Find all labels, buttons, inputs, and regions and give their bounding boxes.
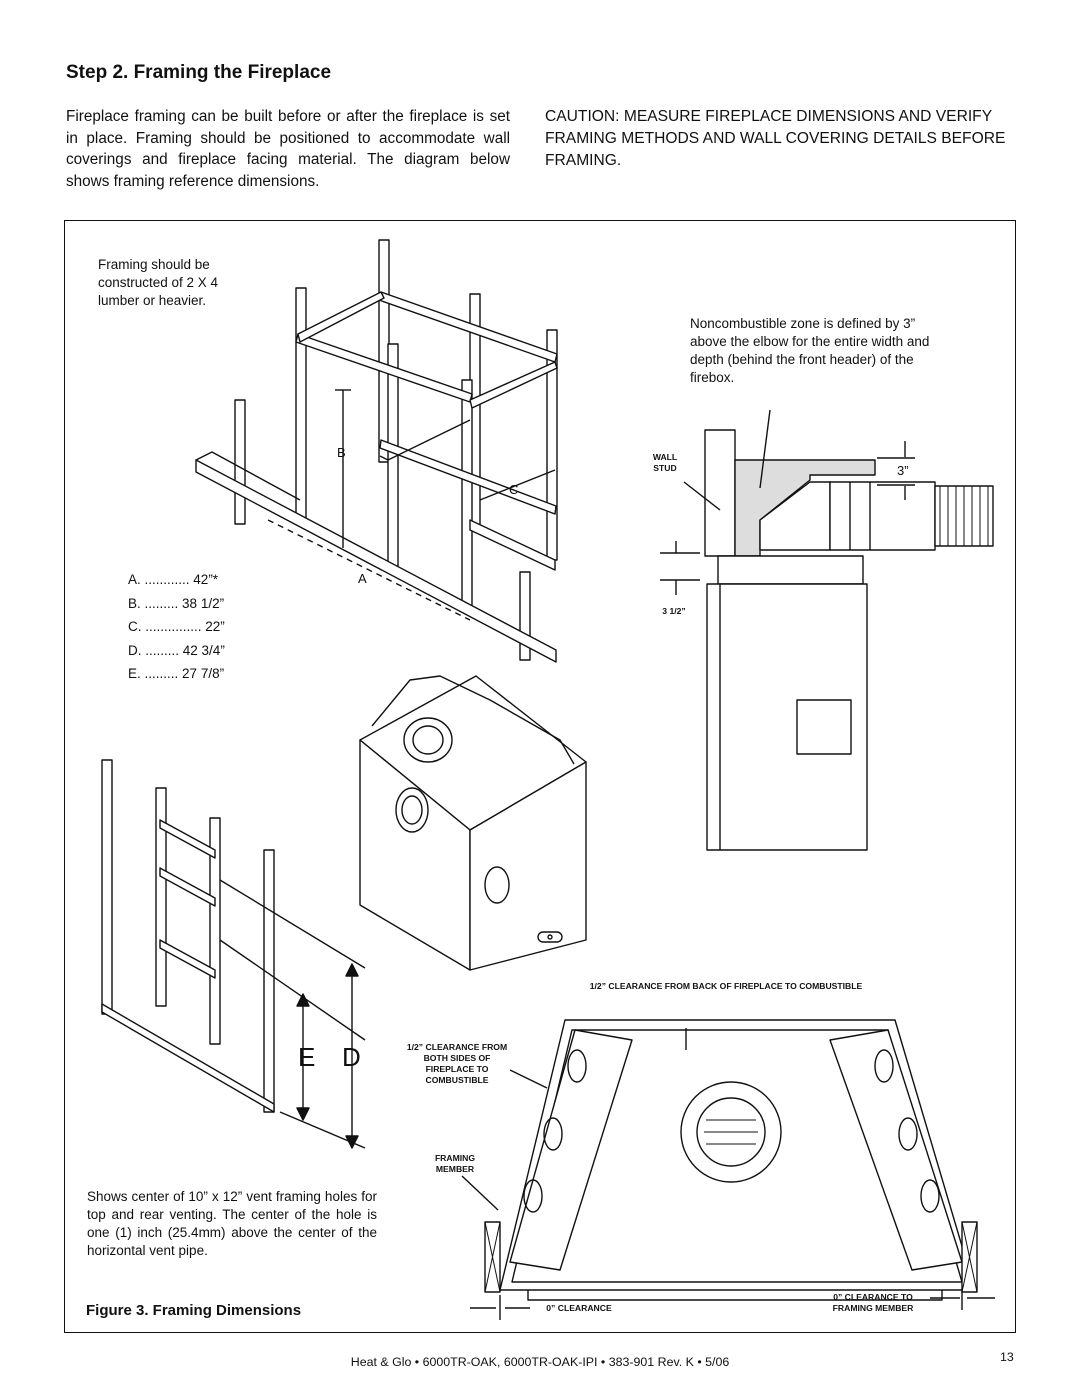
dimension-row: B. ......... 38 1/2” [128,595,225,611]
dimension-list: A. ............ 42”* B. ......... 38 1/2… [128,568,225,686]
dimension-row: E. ......... 27 7/8” [128,666,225,681]
back-clearance-label: 1/2” CLEARANCE FROM BACK OF FIREPLACE TO… [589,981,863,991]
lumber-note: Framing should be constructed of 2 X 4 l… [98,257,219,308]
vent-framing-note: Shows center of 10” x 12” vent framing h… [87,1189,377,1258]
zero-clearance-label: 0” CLEARANCE [546,1303,612,1313]
label-e: E [298,1042,316,1072]
label-a: A [358,571,367,586]
dimension-row: C. ............... 22” [128,619,225,634]
side-section [660,409,994,851]
front-wall-framing [101,759,366,1149]
page-number: 13 [1000,1350,1014,1364]
three-inch-label: 3” [897,463,909,478]
figure-caption: Figure 3. Framing Dimensions [86,1302,302,1319]
zero-clearance-framing-label: 0” CLEARANCE TO FRAMING MEMBER [832,1292,914,1313]
label-d: D [342,1042,361,1072]
framing-member-label: FRAMING MEMBER [434,1153,476,1174]
side-clearance-label: 1/2” CLEARANCE FROM BOTH SIDES OF FIREPL… [406,1042,508,1085]
page-heading: Step 2. Framing the Fireplace [66,62,332,83]
three-half-inch-label: 3 1/2” [662,606,686,616]
noncombustible-zone-note: Noncombustible zone is defined by 3” abo… [690,316,930,385]
figure-frame [64,220,1016,1333]
page-footer: Heat & Glo • 6000TR-OAK, 6000TR-OAK-IPI … [350,1355,730,1369]
wall-stud-label: WALL STUD [652,452,678,473]
dimension-row: D. ......... 42 3/4” [128,642,225,658]
fireplace-isometric [359,675,587,971]
intro-paragraph: Fireplace framing can be built before or… [66,108,510,190]
label-b: B [337,445,346,460]
dimension-row: A. ............ 42”* [128,572,219,587]
caution-paragraph: CAUTION: MEASURE FIREPLACE DIMENSIONS AN… [545,108,1006,169]
label-c: C [509,482,519,497]
plan-view [461,1019,995,1320]
framing-isometric [195,239,558,663]
